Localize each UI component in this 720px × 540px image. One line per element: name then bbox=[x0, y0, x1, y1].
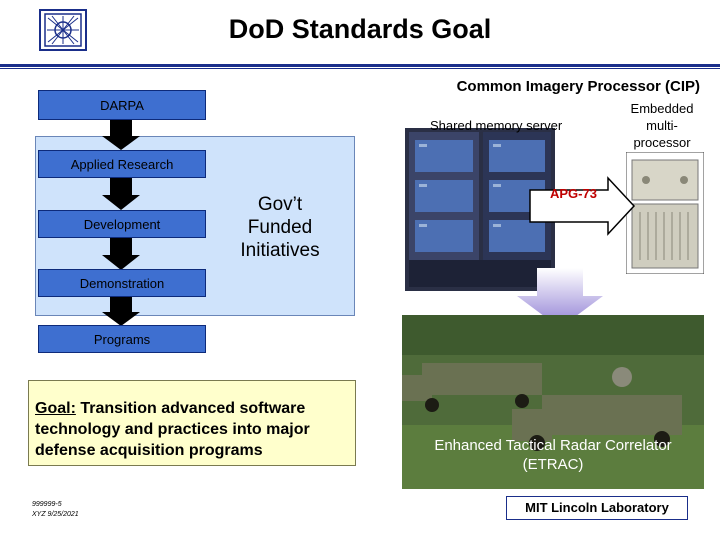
embedded-line: multi- bbox=[646, 118, 678, 133]
embedded-line: processor bbox=[633, 135, 691, 150]
govt-line: Gov’t bbox=[257, 194, 303, 215]
slide-id: 999999-5 XYZ 9/25/2021 bbox=[32, 500, 79, 520]
stage-demonstration: Demonstration bbox=[38, 269, 206, 297]
header-rule-thin bbox=[0, 68, 720, 69]
embedded-processor-image bbox=[626, 152, 704, 274]
etrac-line: (ETRAC) bbox=[522, 456, 584, 473]
govt-line: Funded bbox=[247, 217, 313, 238]
goal-box: Goal: Transition advanced software techn… bbox=[28, 380, 356, 466]
slide-id-line: 999999-5 bbox=[32, 501, 62, 508]
apg-label: APG-73 bbox=[550, 186, 597, 201]
govt-funded-initiatives: Gov’t Funded Initiatives bbox=[225, 193, 335, 262]
embedded-line: Embedded bbox=[630, 101, 694, 116]
goal-label: Goal: bbox=[35, 400, 76, 417]
cip-heading: Common Imagery Processor (CIP) bbox=[456, 78, 700, 95]
stage-programs: Programs bbox=[38, 325, 206, 353]
embedded-label: Embedded multi- processor bbox=[612, 100, 712, 151]
goal-text: Transition advanced software technology … bbox=[35, 400, 310, 459]
header-rule bbox=[0, 64, 720, 67]
logo-icon bbox=[39, 9, 87, 51]
etrac-caption: Enhanced Tactical Radar Correlator (ETRA… bbox=[402, 436, 704, 474]
big-down-arrow-icon bbox=[517, 268, 603, 328]
slide-id-line: XYZ 9/25/2021 bbox=[32, 511, 79, 518]
stage-darpa: DARPA bbox=[38, 90, 206, 120]
stage-development: Development bbox=[38, 210, 206, 238]
page-title: DoD Standards Goal bbox=[228, 14, 492, 44]
stage-applied-research: Applied Research bbox=[38, 150, 206, 178]
etrac-line: Enhanced Tactical Radar Correlator bbox=[434, 437, 672, 454]
org-label: MIT Lincoln Laboratory bbox=[506, 496, 688, 520]
govt-line: Initiatives bbox=[240, 240, 320, 261]
apg-arrow-icon bbox=[529, 176, 636, 236]
etrac-photo bbox=[402, 315, 704, 489]
shared-memory-label: Shared memory server bbox=[430, 118, 563, 133]
